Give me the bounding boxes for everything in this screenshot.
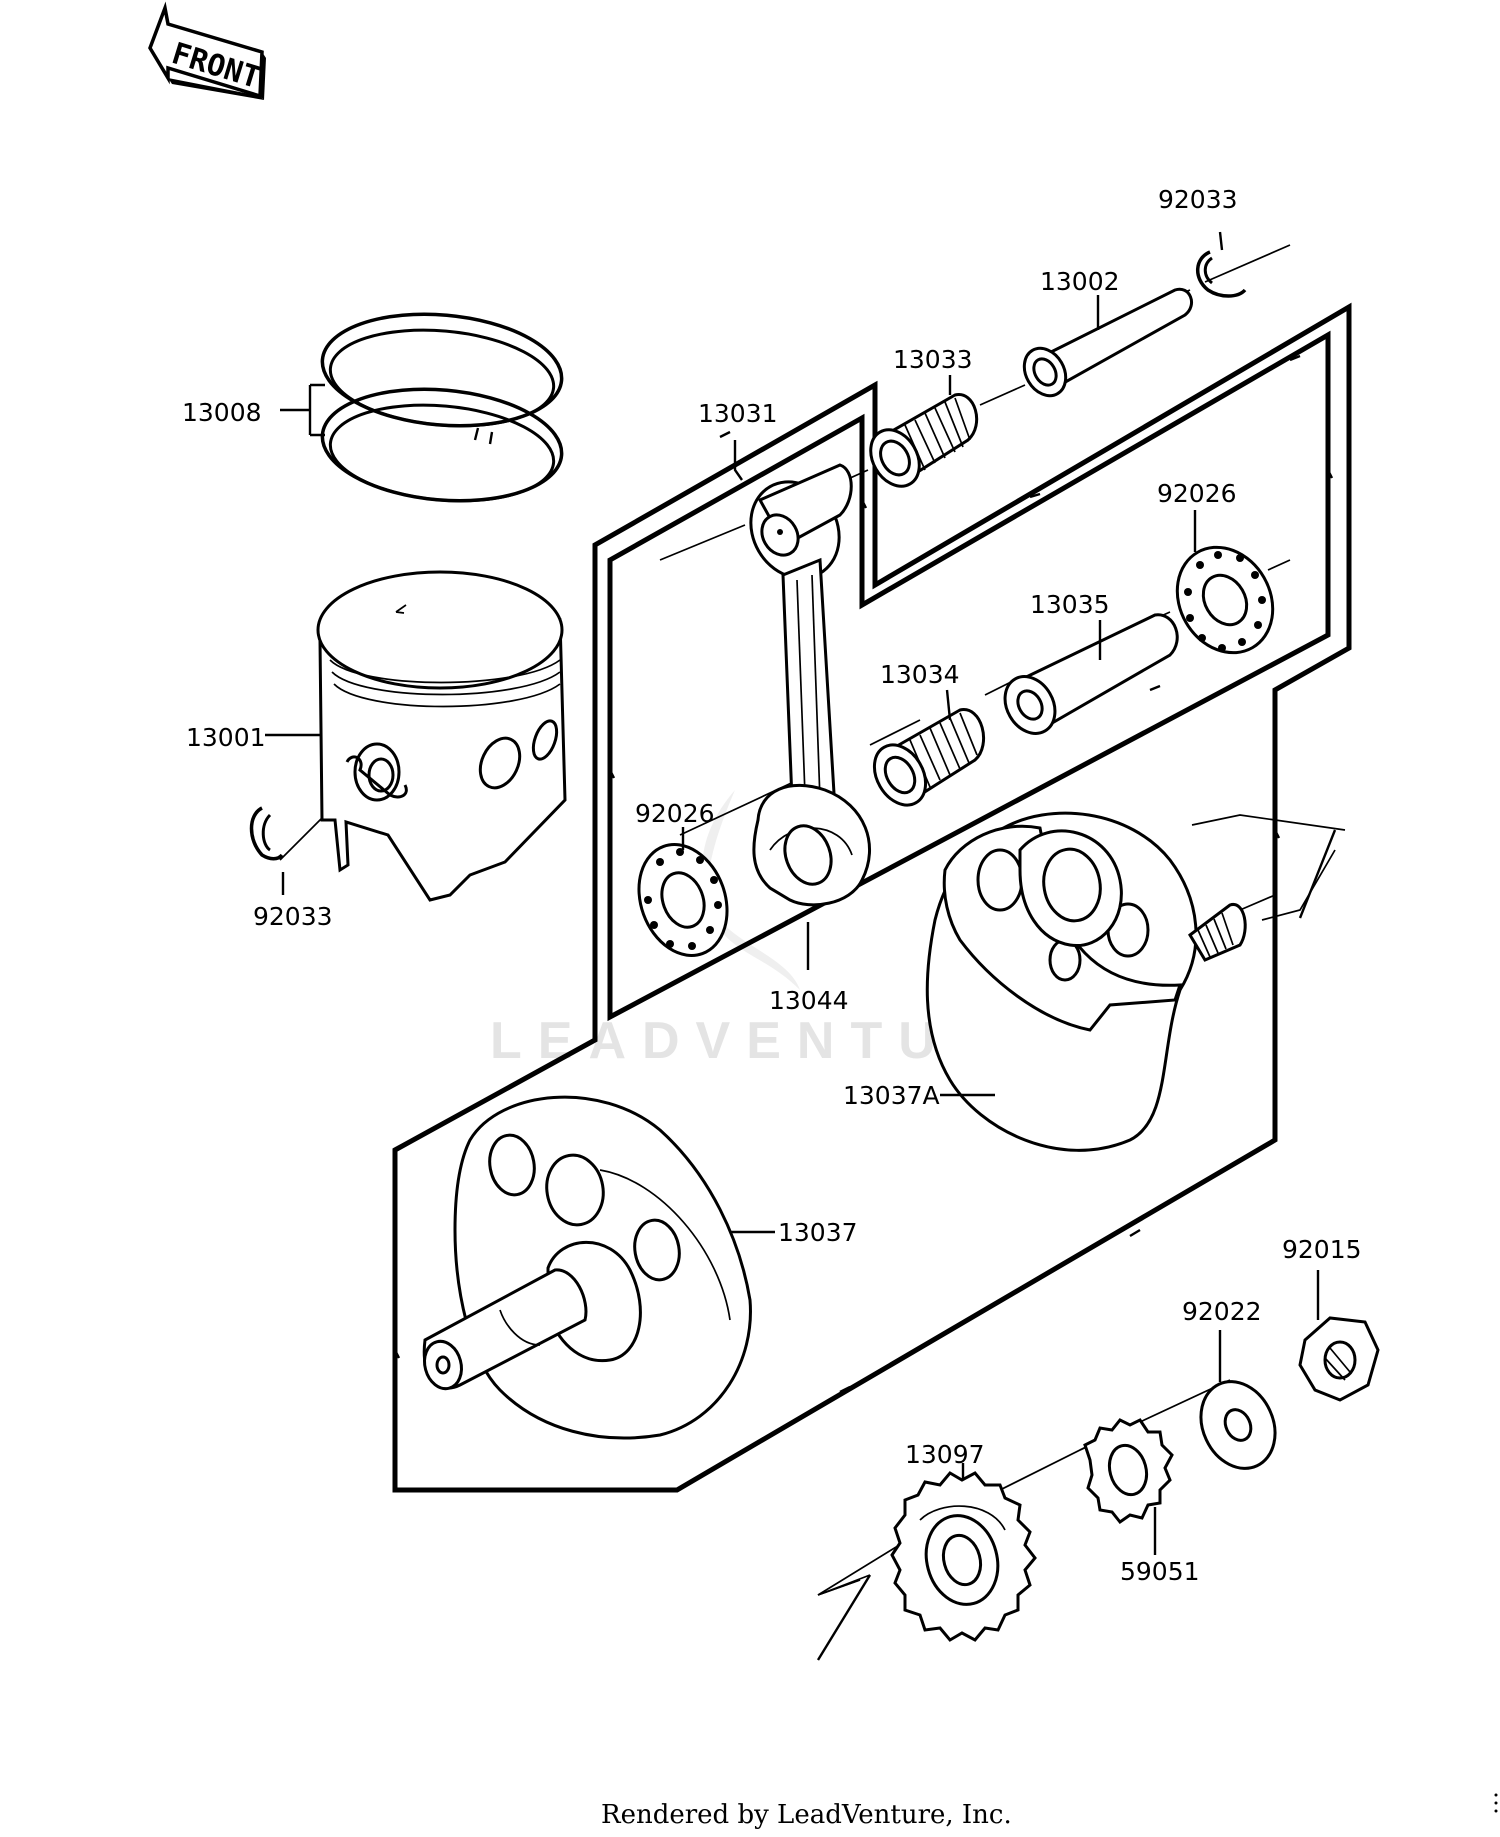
label-13033: 13033: [893, 345, 973, 374]
label-92015: 92015: [1282, 1235, 1362, 1264]
part-labels: 92033 13002 13033 13031 13008 92026 1303…: [182, 185, 1362, 1586]
edge-mark-left: [816, 1574, 872, 1661]
piston-rings: [320, 312, 564, 503]
crank-pin: [1003, 613, 1179, 735]
front-label: FRONT: [168, 36, 265, 96]
box-dashes: [393, 354, 1334, 1394]
label-13034: 13034: [880, 660, 960, 689]
label-92026-lower: 92026: [635, 799, 715, 828]
front-arrow: FRONT: [148, 1, 266, 100]
edge-mark-right: [1298, 829, 1337, 919]
piston-pin: [1022, 287, 1193, 398]
label-13037A: 13037A: [843, 1081, 940, 1110]
corner-dots: [1494, 1793, 1498, 1813]
label-13002: 13002: [1040, 267, 1120, 296]
label-13035: 13035: [1030, 590, 1110, 619]
nut: [1298, 1316, 1380, 1402]
label-13008: 13008: [182, 398, 262, 427]
primary-gear: [890, 1471, 1037, 1642]
thrust-washer-lower: [637, 843, 729, 957]
footer-text: Rendered by LeadVenture, Inc.: [601, 1800, 1012, 1830]
label-92033-left: 92033: [253, 902, 333, 931]
label-13097: 13097: [905, 1440, 985, 1469]
crankshaft-assembly-box: [392, 302, 1352, 1493]
washer: [1199, 1380, 1277, 1470]
label-13044: 13044: [769, 986, 849, 1015]
circlip-right: [1196, 250, 1247, 298]
crank-flywheel-right: [925, 811, 1247, 1152]
crank-flywheel-left: [422, 1095, 752, 1440]
label-92022: 92022: [1182, 1297, 1262, 1326]
connecting-rod: [749, 463, 871, 907]
thrust-washer-upper: [1175, 545, 1275, 655]
label-13001: 13001: [186, 723, 266, 752]
label-59051: 59051: [1120, 1557, 1200, 1586]
label-92026-upper: 92026: [1157, 479, 1237, 508]
label-92033-right: 92033: [1158, 185, 1238, 214]
label-13037: 13037: [778, 1218, 858, 1247]
small-end-bearing: [869, 393, 979, 488]
conrod-assembly-box: [607, 330, 1331, 1022]
leader-lines: [265, 231, 1320, 1555]
label-13031: 13031: [698, 399, 778, 428]
piston: [316, 570, 567, 902]
big-end-bearing: [872, 708, 985, 807]
pump-drive-gear: [1083, 1418, 1174, 1525]
circlip-left: [249, 806, 284, 861]
